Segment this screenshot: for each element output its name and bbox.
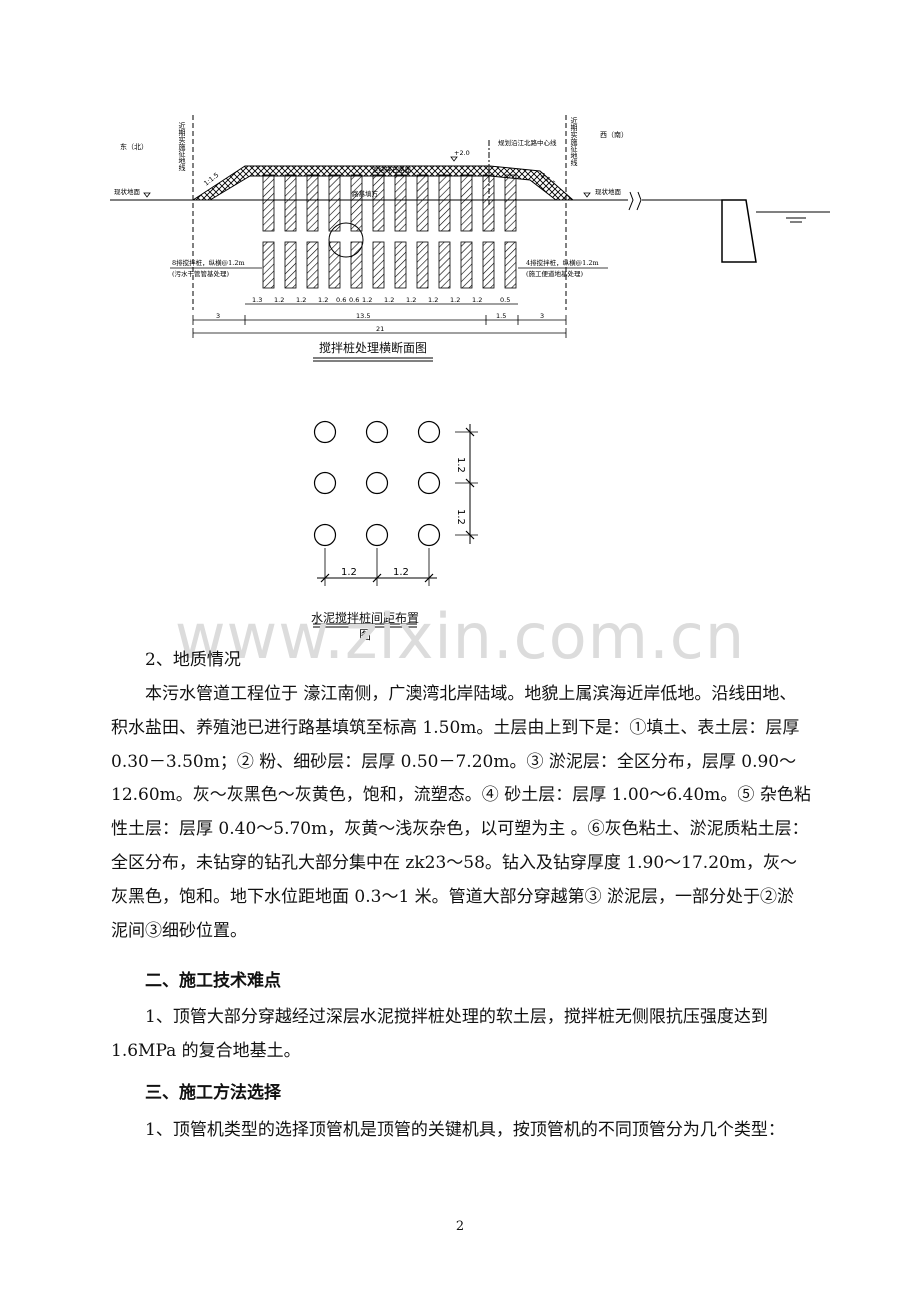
dim: 3 [216, 312, 220, 320]
pile [438, 241, 451, 289]
east-label: 东（北） [120, 142, 148, 151]
pile [328, 174, 341, 232]
pile-spacing-figure: 1.2 1.2 1.2 1.2 [313, 420, 478, 628]
pile-circle [313, 471, 337, 495]
pile [460, 241, 473, 289]
pile-circle [313, 523, 337, 547]
figure1-caption: 搅拌桩处理横断面图 [318, 341, 427, 355]
spacing-h2: 1.2 [393, 567, 409, 578]
section-difficulty-heading: 二、施工技术难点 [145, 971, 281, 991]
dim: 3 [540, 312, 544, 320]
figure2-caption: 水泥搅拌桩间距布置图 [310, 611, 419, 642]
spacing-v1: 1.2 [455, 457, 466, 473]
top-layer-label: 泥结碎石路面 [372, 165, 412, 174]
pile [262, 241, 275, 289]
pile-left-label-1: 8排搅拌桩，纵横@1.2m [172, 258, 245, 267]
pile [416, 174, 429, 232]
pile [394, 174, 407, 232]
dim: 1.2 [274, 296, 284, 304]
pile-circle [365, 420, 389, 444]
road-centerline-label: 规划沿江北路中心线 [498, 138, 557, 147]
dim: 1.2 [296, 296, 306, 304]
pile-right-label-1: 4排搅拌桩，纵横@1.2m [526, 258, 599, 267]
sewer-pipe [328, 222, 364, 258]
pile-circle [313, 420, 337, 444]
dim: 13.5 [356, 312, 370, 320]
level-mark: +2.0 [454, 149, 470, 157]
difficulty-paragraph: 1、顶管大部分穿越经过深层水泥搅拌桩处理的软土层，搅拌桩无侧限抗压强度达到 1.… [111, 1007, 768, 1061]
surface-left-label: 现状地面 [114, 187, 141, 196]
dim: 0.5 [500, 296, 510, 304]
dim: 1.2 [450, 296, 460, 304]
pile [350, 174, 363, 232]
pile-group [262, 174, 517, 289]
cross-section-figure: 东（北） 西（南） 近期实施征地线 近期实施征地线 规划沿江北路中心线 +2.0… [110, 115, 830, 362]
section-method-heading: 三、施工方法选择 [145, 1083, 281, 1103]
pile [306, 174, 319, 232]
dim: 0.6 [336, 296, 346, 304]
pile [482, 174, 495, 232]
pile [372, 241, 385, 289]
dimension-row-1: 1.3 1.2 1.2 1.2 0.6 0.6 1.2 1.2 1.2 1.2 … [252, 296, 510, 304]
pile [350, 241, 363, 289]
dim: 0.6 [349, 296, 359, 304]
pile-circle [365, 523, 389, 547]
pile-circle [417, 471, 441, 495]
dim: 1.2 [406, 296, 416, 304]
pile [262, 174, 275, 232]
page-number: 2 [455, 1219, 465, 1234]
embankment [191, 165, 575, 201]
break-symbol [628, 191, 642, 211]
dim: 1.2 [472, 296, 482, 304]
pile [438, 174, 451, 232]
spacing-v2: 1.2 [455, 509, 466, 525]
dim: 1.2 [384, 296, 394, 304]
dim: 1.3 [252, 296, 262, 304]
method-paragraph: 1、顶管机类型的选择顶管机是顶管的关键机具，按顶管机的不同顶管分为几个类型： [145, 1120, 785, 1140]
pile-right-label-2: (施工便道地基处理) [526, 269, 584, 278]
pile [284, 241, 297, 289]
geology-paragraph: 本污水管道工程位于 濠江南侧，广澳湾北岸陆域。地貌上属滨海近岸低地。沿线田地、积… [111, 684, 811, 941]
fill-label: 路基填方 [352, 189, 379, 198]
pile [504, 174, 517, 232]
pile-grid [313, 420, 441, 547]
right-boundary-label: 近期实施征地线 [570, 116, 578, 166]
pile [504, 241, 517, 289]
dim: 1.5 [496, 312, 506, 320]
left-boundary-label: 近期实施征地线 [178, 121, 186, 171]
surface-right-label: 现状地面 [595, 187, 622, 196]
pile-circle [417, 420, 441, 444]
quay-wall [721, 199, 757, 263]
west-label: 西（南） [600, 130, 628, 139]
dimension-row-2: 3 13.5 1.5 3 [216, 312, 544, 320]
pile [482, 241, 495, 289]
watermark: www.zixin.com.cn [174, 600, 746, 673]
dim-total: 21 [376, 325, 384, 333]
spacing-h1: 1.2 [341, 567, 357, 578]
pile-left-label-2: (污水干管管基处理) [172, 269, 230, 278]
dim: 1.2 [318, 296, 328, 304]
pile [460, 174, 473, 232]
pile-circle [365, 471, 389, 495]
pile [328, 241, 341, 289]
dim: 1.2 [428, 296, 438, 304]
pile [306, 241, 319, 289]
pile [372, 174, 385, 232]
section-geology-heading: 2、地质情况 [145, 650, 241, 670]
dim: 1.2 [362, 296, 372, 304]
pile [394, 241, 407, 289]
pile [416, 241, 429, 289]
pile [284, 174, 297, 232]
pile-circle [417, 523, 441, 547]
